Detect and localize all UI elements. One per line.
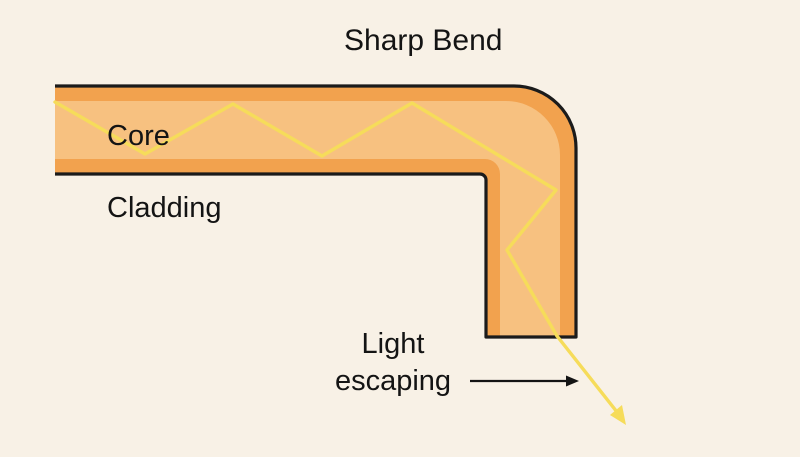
pointer-arrowhead [566, 375, 579, 387]
diagram-title: Sharp Bend [344, 24, 503, 57]
light-escaping-line-2: escaping [334, 365, 452, 397]
escaping-light-ray [555, 334, 619, 414]
cladding-label: Cladding [107, 192, 222, 224]
light-escaping-label: Light escaping [318, 326, 468, 400]
light-escaping-line-1: Light [361, 328, 425, 360]
fiber-outline [55, 84, 578, 339]
escaping-ray-arrowhead [610, 405, 626, 425]
light-ray-path [53, 100, 559, 338]
core-label: Core [107, 120, 170, 152]
